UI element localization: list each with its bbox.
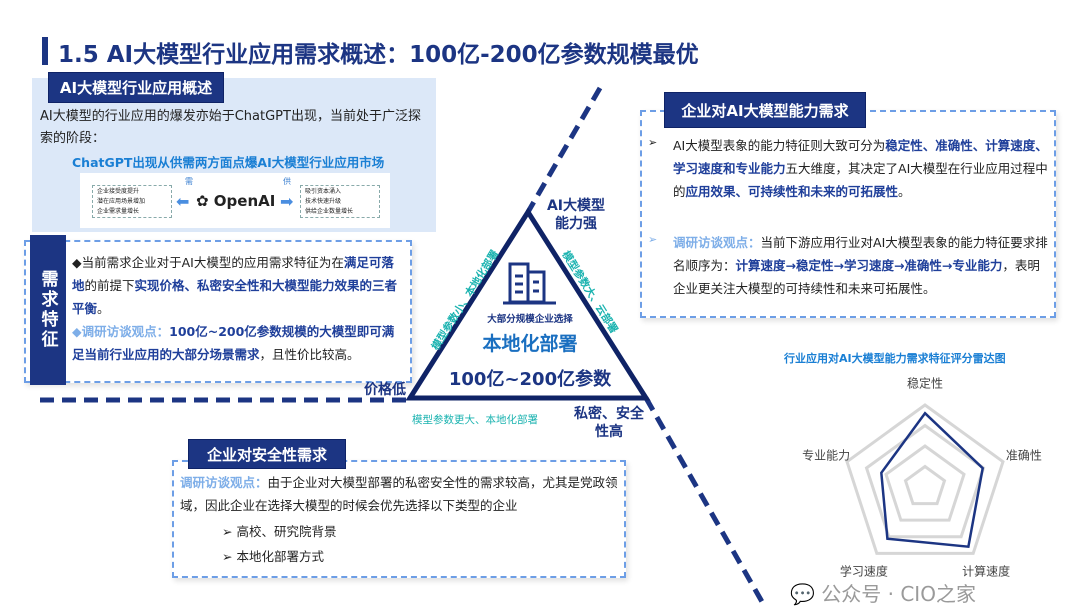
capability-text-2: 调研访谈观点：当前下游应用行业对AI大模型表象的能力特征要求排名顺序为：计算速度… bbox=[673, 231, 1049, 300]
security-text: 调研访谈观点：由于企业对大模型部署的私密安全性的需求较高，尤其是党政领域，因此企… bbox=[180, 471, 620, 517]
text: ◆当前需求企业对于AI大模型的应用需求特征为在 bbox=[72, 255, 344, 270]
demand-box: 企业接受度提升 潜在应用场景增加 企业需求量增长 bbox=[92, 185, 172, 218]
overview-text: AI大模型的行业应用的爆发亦始于ChatGPT出现，当前处于广泛探索的阶段： bbox=[40, 109, 421, 146]
security-item-label: 高校、研究院背景 bbox=[236, 524, 337, 539]
watermark-text: 公众号 · CIO之家 bbox=[821, 582, 976, 606]
text: ，且性价比较高。 bbox=[259, 347, 360, 362]
radar-axis-label: 准确性 bbox=[1005, 448, 1042, 463]
top-dashed-line bbox=[525, 86, 603, 214]
radar-title: 行业应用对AI大模型能力需求特征评分雷达图 bbox=[784, 352, 1006, 365]
center-params-label: 100亿~200亿参数 bbox=[448, 369, 612, 390]
interview-label: 调研访谈观点： bbox=[180, 475, 268, 490]
features-text: ◆当前需求企业对于AI大模型的应用需求特征为在满足可落地的前提下实现价格、私密安… bbox=[72, 251, 406, 366]
text: 由于企业对大模型部署的私密安全性的需求较高，尤其是党政领域，因此企业在选择大模型… bbox=[180, 475, 618, 513]
radar-axis-label: 稳定性 bbox=[906, 376, 944, 391]
radar-axis-label: 计算速度 bbox=[962, 564, 1011, 579]
interview-label: 调研访谈观点： bbox=[673, 235, 761, 250]
security-item: ➢ 本地化部署方式 bbox=[222, 549, 324, 564]
supply-item: 吸引资本涌入 bbox=[305, 188, 342, 195]
triangle bbox=[405, 207, 651, 401]
supply-item: 供给企业数量增长 bbox=[305, 208, 354, 215]
bullet-arrow-icon: ➢ bbox=[648, 233, 658, 246]
triangle-left-label: 价格低 bbox=[364, 382, 406, 398]
radar-axis-label: 学习速度 bbox=[839, 564, 888, 579]
highlight: 稳定性、准确性、计算速度、学习速度和专业能力 bbox=[673, 138, 1048, 176]
highlight: 满足可落地 bbox=[72, 255, 394, 293]
triangle-top-label: AI大模型能力强 bbox=[546, 198, 606, 232]
capability-tag: 企业对AI大模型能力需求 bbox=[664, 92, 866, 128]
overview-subtitle: ChatGPT出现从供需两方面点爆AI大模型行业应用市场 bbox=[72, 155, 385, 170]
security-tag: 企业对安全性需求 bbox=[188, 439, 346, 469]
center-small-label: 大部分规模企业选择 bbox=[487, 314, 573, 325]
radar-grid-ring bbox=[845, 403, 1005, 555]
title-bar bbox=[42, 37, 48, 65]
radar-grid-ring bbox=[884, 444, 966, 522]
openai-logo: ✿ OpenAI bbox=[196, 192, 276, 210]
radar-grid-ring bbox=[903, 464, 947, 506]
triangle-right-label: 私密、安全性高 bbox=[574, 406, 644, 440]
highlight: 实现价格、私密安全性和大模型能力效果的三者平衡 bbox=[72, 278, 398, 316]
highlight: 应用效果、可持续性和未来的可拓展性 bbox=[685, 184, 899, 199]
page-title: 1.5 AI大模型行业应用需求概述：100亿-200亿参数规模最优 bbox=[58, 42, 699, 68]
right-dashed-line bbox=[643, 396, 768, 607]
highlight: 100亿~200亿参数规模的大模型即可满足当前行业应用的大部分场景需求 bbox=[72, 324, 395, 362]
text: 。 bbox=[898, 184, 911, 199]
security-item: ➢ 高校、研究院背景 bbox=[222, 524, 337, 539]
demand-item: 企业需求量增长 bbox=[97, 208, 140, 215]
text: 当前下游应用行业对AI大模型表象的能力特征要求排名顺序为： bbox=[673, 235, 1048, 273]
highlight: 计算速度→稳定性→学习速度→准确性→专业能力 bbox=[735, 258, 1003, 273]
arrow-left-icon: ⬅ bbox=[176, 192, 190, 211]
demand-item: 潜在应用场景增加 bbox=[97, 198, 146, 205]
openai-logo-text: OpenAI bbox=[213, 192, 276, 210]
arrow-right-icon: ➡ bbox=[280, 192, 294, 211]
text: 。 bbox=[97, 301, 110, 316]
wechat-icon: 💬 bbox=[790, 582, 815, 606]
demand-item: 企业接受度提升 bbox=[97, 188, 140, 195]
watermark: 💬 公众号 · CIO之家 bbox=[790, 582, 976, 606]
bottom-edge-label: 模型参数更大、本地化部署 bbox=[412, 414, 538, 426]
bullet-arrow-icon: ➢ bbox=[648, 136, 658, 149]
text: AI大模型表象的能力特征则大致可分为 bbox=[673, 138, 886, 153]
center-main-label: 本地化部署 bbox=[482, 333, 578, 355]
capability-text-1: AI大模型表象的能力特征则大致可分为稳定性、准确性、计算速度、学习速度和专业能力… bbox=[673, 134, 1049, 203]
supply-box: 吸引资本涌入 技术快速升级 供给企业数量增长 bbox=[300, 185, 380, 218]
demand-label: 需 bbox=[185, 177, 193, 186]
capability-panel bbox=[640, 110, 1056, 318]
security-item-label: 本地化部署方式 bbox=[236, 549, 324, 564]
overview-tag: AI大模型行业应用概述 bbox=[48, 72, 224, 103]
building-icon bbox=[503, 262, 556, 305]
radar-axis-label: 专业能力 bbox=[802, 448, 851, 463]
radar-series bbox=[880, 411, 985, 549]
features-tag: 需求特征 bbox=[30, 235, 66, 385]
text: 的前提下 bbox=[84, 278, 135, 293]
features-panel bbox=[24, 240, 412, 383]
supply-item: 技术快速升级 bbox=[305, 198, 342, 205]
supply-demand-diagram: 企业接受度提升 潜在应用场景增加 企业需求量增长 需 ⬅ ✿ OpenAI 供 … bbox=[80, 173, 390, 228]
supply-label: 供 bbox=[283, 177, 291, 186]
text: ，表明企业更关注大模型的可持续性和未来可拓展性。 bbox=[673, 258, 1040, 296]
security-panel bbox=[172, 460, 626, 578]
text: 五大维度，其决定了AI大模型在行业应用过程中的 bbox=[673, 161, 1048, 199]
interview-label: ◆调研访谈观点： bbox=[72, 324, 170, 339]
